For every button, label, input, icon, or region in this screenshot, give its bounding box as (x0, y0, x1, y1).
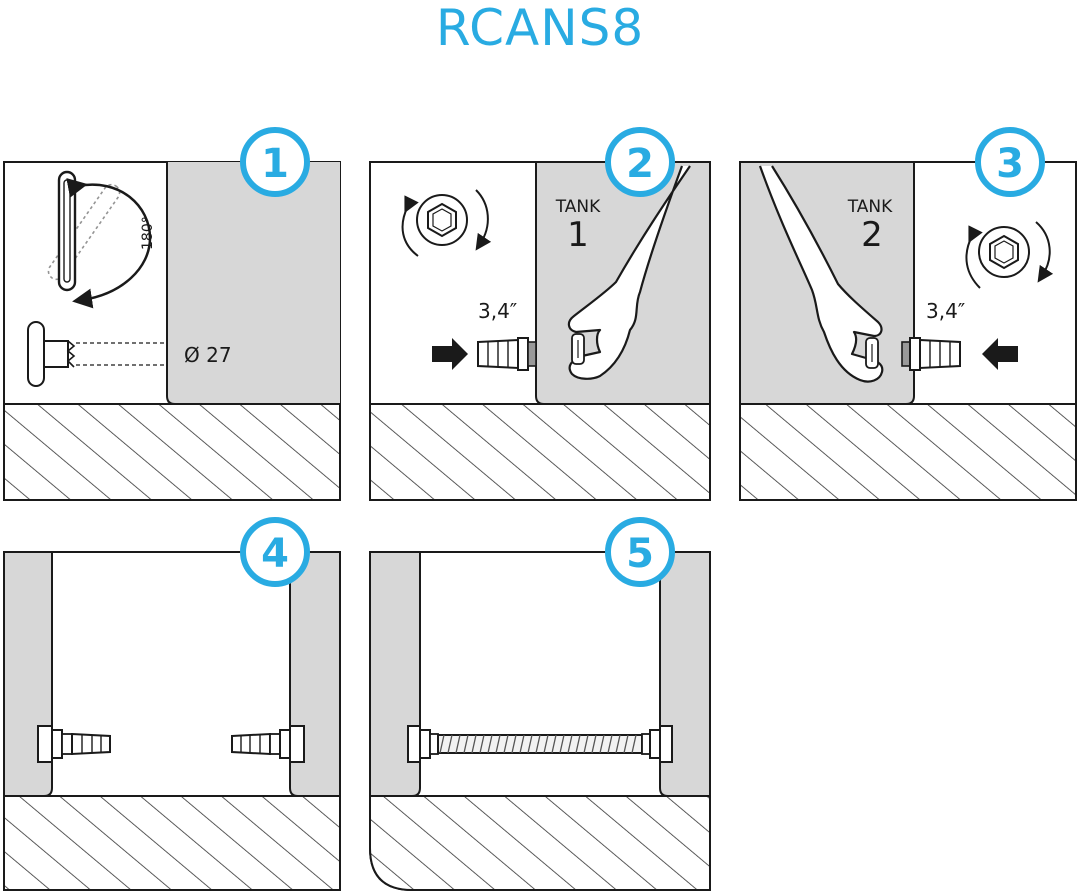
fitting-size-label: 3,4″ (478, 299, 517, 323)
push-arrow-icon (432, 338, 468, 370)
rotation-angle-label: 180° (140, 216, 156, 250)
step-2-badge: 2 (605, 127, 675, 197)
step-5-badge: 5 (605, 517, 675, 587)
hose-fitting-icon (901, 337, 961, 371)
connecting-hose-icon (407, 725, 673, 763)
step-2-panel: TANK 1 3,4″ 2 (369, 127, 711, 501)
step-4-badge: 4 (240, 517, 310, 587)
fitting-size-label: 3,4″ (926, 299, 965, 323)
step-number: 2 (626, 141, 654, 187)
hand-icon (758, 165, 884, 383)
hose-fitting-icon (477, 337, 537, 371)
ground-hatch (3, 403, 341, 501)
nut-rotation-icon (965, 221, 1054, 289)
page-title: RCANS8 (435, 0, 645, 57)
ground-hatch (369, 403, 711, 501)
hose-fitting-left-icon (37, 725, 111, 763)
hole-diameter-label: Ø 27 (184, 343, 232, 367)
push-arrow-icon (982, 338, 1018, 370)
step-number: 4 (261, 531, 289, 577)
tank-number: 2 (861, 215, 883, 255)
ground-hatch (3, 795, 341, 891)
hose-fitting-right-icon (231, 725, 305, 763)
step-number: 5 (626, 531, 654, 577)
ground-hatch (739, 403, 1077, 501)
tank-wall (167, 162, 340, 404)
seal-rotation-icon: 180° (47, 170, 156, 309)
step-number: 1 (261, 141, 289, 187)
step-3-badge: 3 (975, 127, 1045, 197)
tank-label: TANK (555, 197, 601, 217)
hole-saw-icon (27, 321, 167, 387)
step-4-panel: 4 (3, 517, 341, 891)
step-5-panel: 5 (369, 517, 711, 891)
tank-label: TANK (847, 197, 893, 217)
step-1-badge: 1 (240, 127, 310, 197)
hand-icon (567, 165, 691, 380)
step-number: 3 (996, 141, 1024, 187)
step-3-panel: TANK 2 3,4″ 3 (739, 127, 1077, 501)
step-1-panel: 180° Ø 27 1 (3, 127, 341, 501)
nut-rotation-icon (401, 189, 492, 257)
tank-number: 1 (567, 215, 589, 255)
ground-hatch (369, 795, 711, 891)
